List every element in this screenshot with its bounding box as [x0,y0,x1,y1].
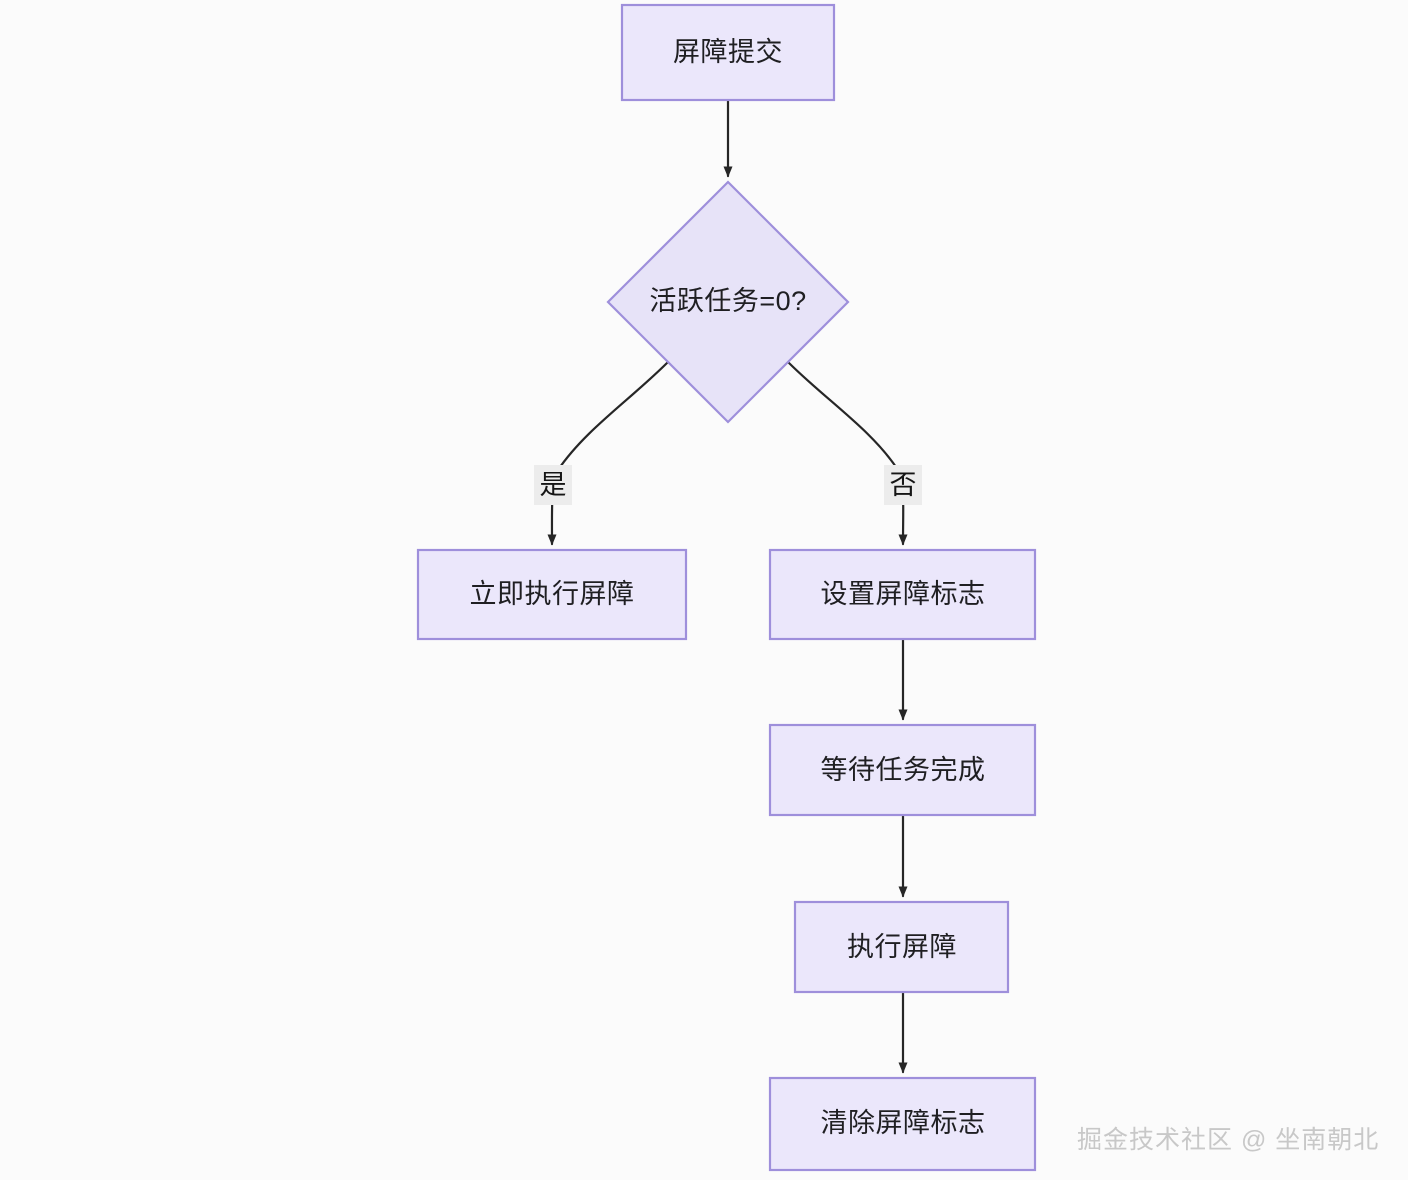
node-submit-barrier[interactable]: 屏障提交 [620,3,836,102]
node-set-barrier-flag[interactable]: 设置屏障标志 [768,548,1037,641]
edge-label-no-chip [884,465,922,505]
node-execute-immediately-shape[interactable] [416,548,688,641]
node-execute-immediately[interactable]: 立即执行屏障 [416,548,688,641]
node-set-barrier-flag-label: 设置屏障标志 [821,579,986,609]
node-group: 屏障提交 活跃任务=0? 立即执行屏障 设置屏障标志 等待任务完成 [416,3,1037,1172]
edge-decision-yes-to-immediate [547,360,670,546]
node-clear-barrier-flag-label: 清除屏障标志 [821,1108,986,1138]
watermark-label: 掘金技术社区 @ 坐南朝北 [1077,1126,1380,1154]
node-wait-tasks-complete-label: 等待任务完成 [821,755,986,785]
edge-decision-no-to-setflag [786,360,908,546]
node-clear-barrier-flag-shape[interactable] [768,1076,1037,1172]
edge-label-no: 否 [884,465,922,505]
edge-label-yes: 是 [534,465,572,505]
node-active-tasks-decision-label: 活跃任务=0? [649,286,806,316]
node-execute-barrier[interactable]: 执行屏障 [793,900,1010,994]
node-submit-barrier-shape[interactable] [620,3,836,102]
node-wait-tasks-complete-shape[interactable] [768,723,1037,817]
node-execute-immediately-label: 立即执行屏障 [470,579,635,609]
node-execute-barrier-shape[interactable] [793,900,1010,994]
edge-group [547,98,908,1074]
node-wait-tasks-complete[interactable]: 等待任务完成 [768,723,1037,817]
node-execute-barrier-label: 执行屏障 [847,932,957,962]
node-set-barrier-flag-shape[interactable] [768,548,1037,641]
edge-label-no-text: 否 [890,470,917,500]
edge-label-yes-chip [534,465,572,505]
edge-label-group: 是 否 [534,465,922,505]
node-active-tasks-decision-shape[interactable] [606,180,850,424]
node-submit-barrier-label: 屏障提交 [673,37,783,67]
node-clear-barrier-flag[interactable]: 清除屏障标志 [768,1076,1037,1172]
node-active-tasks-decision[interactable]: 活跃任务=0? [606,180,850,424]
edge-label-yes-text: 是 [540,470,567,500]
